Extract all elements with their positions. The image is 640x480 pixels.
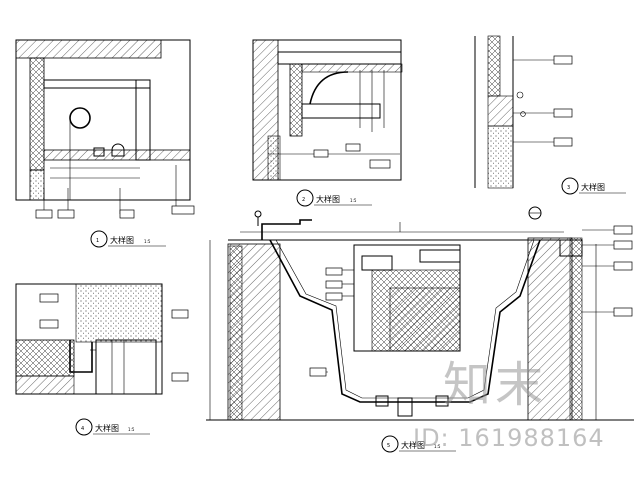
detail-scale: 1:5	[128, 427, 135, 432]
detail-title: 大样图	[401, 440, 425, 450]
detail-scale: 1:5	[144, 239, 151, 244]
detail-scale: 1:5	[434, 444, 441, 449]
detail-title-1: 1 大样图 1:5	[90, 230, 166, 248]
detail-top-right: 3 大样图	[474, 35, 626, 195]
detail-title: 大样图	[581, 182, 605, 192]
detail-title: 大样图	[95, 423, 119, 433]
detail-top-left: 1 大样图 1:5	[15, 39, 195, 248]
detail-scale: 1:5	[350, 198, 357, 203]
detail-number: 1	[96, 238, 99, 244]
detail-number: 4	[81, 426, 84, 432]
detail-title: 大样图	[316, 194, 340, 204]
detail-top-middle: 2 大样图 1:5	[252, 39, 403, 207]
watermark-brand: 知末	[443, 357, 548, 413]
detail-title: 大样图	[110, 235, 134, 245]
detail-bottom-left: 4 大样图 1:5	[15, 283, 189, 436]
detail-title-4: 4 大样图 1:5	[75, 418, 150, 436]
detail-number: 5	[387, 443, 390, 449]
detail-title-5: 5 大样图 1:5	[381, 435, 456, 453]
detail-bathtub-section: 5 大样图 1:5	[206, 206, 634, 453]
detail-title-3: 3 大样图	[561, 177, 626, 195]
detail-number: 3	[567, 185, 570, 191]
watermark-id: ID: 161988164	[413, 424, 605, 452]
detail-title-2: 2 大样图 1:5	[296, 189, 372, 207]
detail-number: 2	[302, 197, 305, 203]
